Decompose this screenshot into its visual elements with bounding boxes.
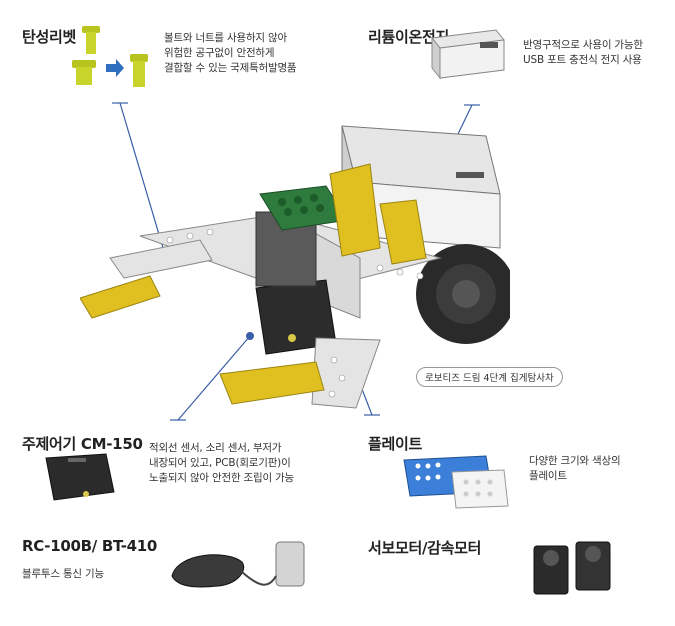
controller-cm150-icon [45, 453, 115, 501]
remote-title: RC-100B/ BT-410 [22, 537, 158, 555]
controller-title: 주제어기 CM-150 [22, 435, 143, 453]
battery-desc: 반영구적으로 사용이 가능한 USB 포트 충전식 전지 사용 [523, 39, 643, 66]
remote-controller-icon [171, 541, 305, 588]
plate-title: 플레이트 [368, 435, 423, 453]
controller-desc: 적외선 센서, 소리 센서, 부저가 내장되어 있고, PCB(회로기판)이 노… [149, 442, 294, 484]
rivet-title: 탄성리벳 [22, 28, 77, 46]
robot-caption: 로보티즈 드림 4단계 집게탐사차 [416, 367, 563, 387]
leader-rivet [119, 102, 167, 259]
elastic-rivet-icon [72, 26, 148, 87]
leader-controller-dot [246, 332, 254, 340]
rivet-desc: 볼트와 너트를 사용하지 않아 위험한 공구없이 안전하게 결합할 수 있는 국… [164, 32, 297, 74]
servo-motor-icon [533, 541, 611, 595]
servo-title: 서보모터/감속모터 [368, 539, 482, 557]
remote-desc: 블루투스 통신 기능 [22, 568, 104, 580]
robot-illustration [80, 125, 510, 409]
leader-controller [177, 335, 251, 421]
plate-icon [403, 455, 509, 509]
battery-pack-icon [431, 29, 505, 80]
plate-desc: 다양한 크기와 색상의 플레이트 [529, 455, 621, 482]
battery-title: 리튬이온전지 [368, 28, 450, 46]
